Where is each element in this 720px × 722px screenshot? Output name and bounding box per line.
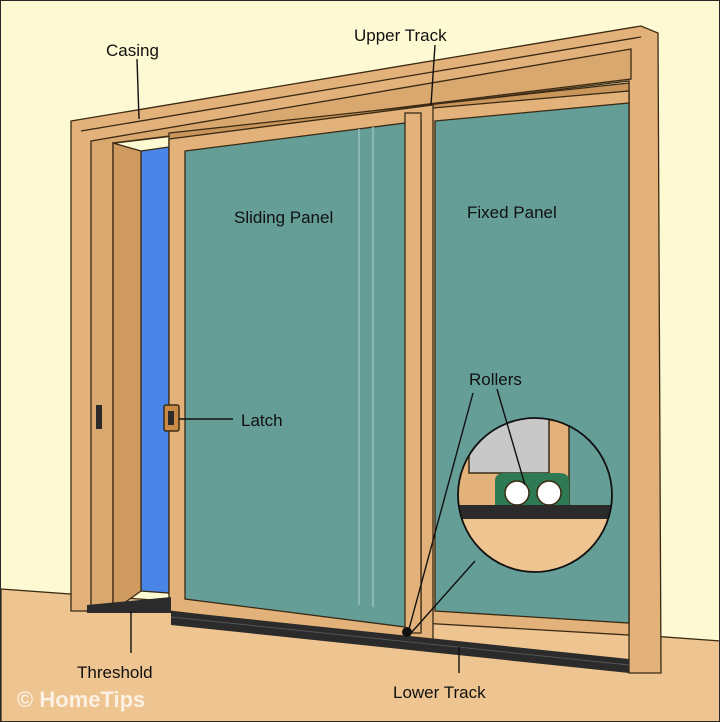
lower-track-label: Lower Track [393, 683, 486, 702]
lower-track [171, 611, 629, 673]
zoom-leader [410, 560, 476, 634]
latch-label: Latch [241, 411, 283, 430]
roller-wheel [536, 480, 562, 506]
casing-top-trim-line [80, 36, 642, 132]
sliding-panel-label: Sliding Panel [234, 208, 333, 227]
sliding-panel-glass [184, 120, 422, 630]
upper-track-label: Upper Track [354, 26, 447, 45]
rollers-label: Rollers [469, 370, 522, 389]
jamb-left [112, 142, 142, 613]
threshold-track [87, 597, 171, 613]
casing-leader [136, 58, 140, 120]
hometips-watermark: © HomeTips [17, 687, 145, 712]
upper-track-leader [430, 44, 436, 106]
lower-track-edge [170, 616, 630, 666]
door-opening [140, 146, 170, 594]
rollers-pointer-leader [408, 392, 474, 630]
sliding-panel-stile [404, 112, 422, 634]
zoom-circle-outline [457, 417, 613, 573]
fixed-panel-label: Fixed Panel [467, 203, 557, 222]
latch-slot [168, 411, 174, 425]
roller-dot [402, 627, 412, 637]
jamb-latch-slot [96, 405, 102, 429]
casing-label: Casing [106, 41, 159, 60]
rollers-leader [496, 388, 526, 486]
threshold-label: Threshold [77, 663, 153, 682]
